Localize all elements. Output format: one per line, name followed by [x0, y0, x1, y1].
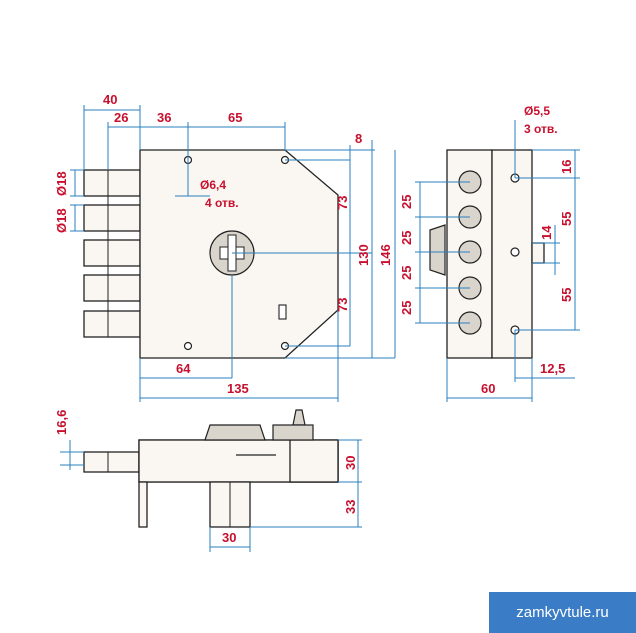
dim-60: 60: [481, 381, 495, 396]
dim-64: 64: [176, 361, 191, 376]
dim-16-6: 16,6: [54, 410, 69, 435]
dim-14: 14: [539, 225, 554, 240]
dim-55: 55: [559, 212, 574, 226]
case-side: [289, 439, 339, 483]
dim-33: 33: [343, 500, 358, 514]
bolts: [83, 169, 141, 338]
dim-55: 55: [559, 288, 574, 302]
dim-8: 8: [355, 131, 362, 146]
dim-25: 25: [399, 301, 414, 315]
site-watermark: zamkyvtule.ru: [489, 592, 636, 633]
dim-73: 73: [335, 298, 350, 312]
dim-30: 30: [343, 456, 358, 470]
latch-slot: [278, 304, 287, 320]
dim-135: 135: [227, 381, 249, 396]
dim-hole-6-4: Ø6,4: [200, 178, 226, 192]
cylinder-top: [204, 424, 266, 441]
bolt: [83, 204, 141, 232]
dim-5-5-count: 3 отв.: [524, 122, 558, 136]
bolt: [83, 169, 141, 197]
dim-130: 130: [356, 244, 371, 266]
latch: [429, 224, 446, 276]
front-view: 40 26 36 65 8 Ø6,4 4 отв. Ø18 Ø18 73 73 …: [54, 92, 396, 402]
dim-25: 25: [399, 195, 414, 209]
side-view: Ø5,5 3 отв. 16 14 55 55 25 25 25 25 12,5…: [399, 104, 580, 402]
mounting-hole: [183, 341, 193, 351]
latch-pin: [292, 409, 306, 426]
faceplate-edge: [138, 481, 148, 528]
dim-5-5: Ø5,5: [524, 104, 550, 118]
dim-25: 25: [399, 266, 414, 280]
dim-26: 26: [114, 110, 128, 125]
dim-hole-count: 4 отв.: [205, 196, 239, 210]
bolt-bottom: [83, 451, 140, 473]
latch-housing: [272, 424, 314, 441]
dim-65: 65: [228, 110, 242, 125]
dim-146: 146: [378, 244, 393, 266]
dim-16: 16: [559, 160, 574, 174]
bolt: [83, 310, 141, 338]
dim-30-bottom: 30: [222, 530, 236, 545]
bottom-view: 16,6 30 33 30: [54, 409, 362, 552]
bolt: [83, 274, 141, 302]
dim-bolt-18: Ø18: [54, 171, 69, 196]
dim-40: 40: [103, 92, 117, 107]
bolt: [83, 239, 141, 267]
dim-12-5: 12,5: [540, 361, 565, 376]
screw-hole: [510, 247, 520, 257]
dim-73: 73: [335, 196, 350, 210]
dim-36: 36: [157, 110, 171, 125]
dim-25: 25: [399, 231, 414, 245]
dim-bolt-18: Ø18: [54, 208, 69, 233]
latch-tongue: [531, 242, 545, 264]
